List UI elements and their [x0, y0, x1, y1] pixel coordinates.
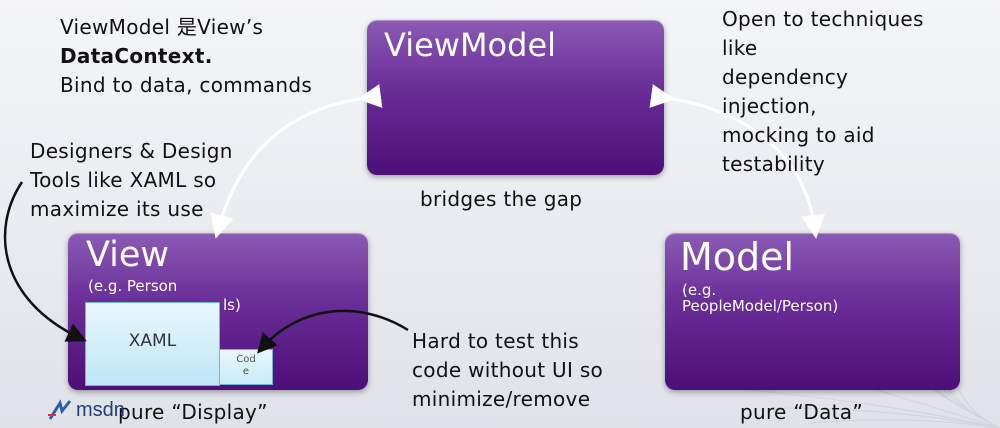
note-top-right-line1: Open to techniques	[722, 7, 924, 31]
note-top-right-line2: like	[722, 36, 758, 60]
note-designers-line3: maximize its use	[30, 197, 204, 221]
xaml-box: XAML	[85, 302, 220, 386]
note-top-right-line4: injection,	[722, 94, 817, 118]
note-top-right-line6: testability	[722, 152, 826, 176]
note-hard-to-test-line1: Hard to test this	[412, 329, 580, 353]
view-subtitle-line2: ls)	[223, 296, 241, 314]
arrow-viewmodel-view	[210, 84, 383, 239]
viewmodel-box: ViewModel	[367, 20, 664, 175]
code-label-line2: e	[242, 366, 250, 377]
msdn-logo: msdn	[48, 396, 125, 424]
arrow-designers-to-xaml	[3, 181, 87, 342]
msdn-logo-mark-icon	[48, 399, 72, 420]
arrow-viewmodel-model	[649, 84, 826, 239]
viewmodel-caption: bridges the gap	[420, 187, 583, 211]
note-top-right-line5: mocking to aid	[722, 123, 875, 147]
msdn-logo-text: msdn	[76, 398, 125, 421]
note-top-right-line3: dependency	[722, 65, 849, 89]
view-subtitle-line1: (e.g. Person	[88, 277, 178, 295]
note-top-left: ViewModel 是View’s DataContext. Bind to d…	[60, 13, 312, 100]
arrow-hardtotest-to-code	[257, 309, 409, 354]
note-top-right: Open to techniques like dependency injec…	[722, 5, 924, 179]
model-subtitle-line1: (e.g.	[682, 281, 717, 299]
note-designers-line1: Designers & Design	[30, 139, 233, 163]
model-caption: pure “Data”	[740, 400, 863, 424]
model-box: Model (e.g. PeopleModel/Person)	[665, 233, 960, 390]
note-designers-line2: Tools like XAML so	[30, 168, 217, 192]
note-top-left-line2: DataContext.	[60, 44, 213, 68]
note-designers: Designers & Design Tools like XAML so ma…	[30, 137, 233, 224]
model-subtitle-line2: PeopleModel/Person)	[682, 297, 839, 315]
note-hard-to-test: Hard to test this code without UI so min…	[412, 327, 603, 414]
note-hard-to-test-line3: minimize/remove	[412, 387, 591, 411]
note-top-left-line3: Bind to data, commands	[60, 73, 313, 97]
viewmodel-title: ViewModel	[384, 26, 557, 64]
xaml-label: XAML	[128, 331, 177, 351]
code-label-line1: Cod	[236, 354, 256, 365]
note-top-left-line1: ViewModel 是View’s	[60, 15, 264, 39]
model-title: Model	[680, 235, 795, 279]
code-box: Cod e	[219, 349, 273, 385]
note-hard-to-test-line2: code without UI so	[412, 358, 604, 382]
view-caption: pure “Display”	[118, 400, 268, 424]
view-title: View	[86, 235, 170, 275]
